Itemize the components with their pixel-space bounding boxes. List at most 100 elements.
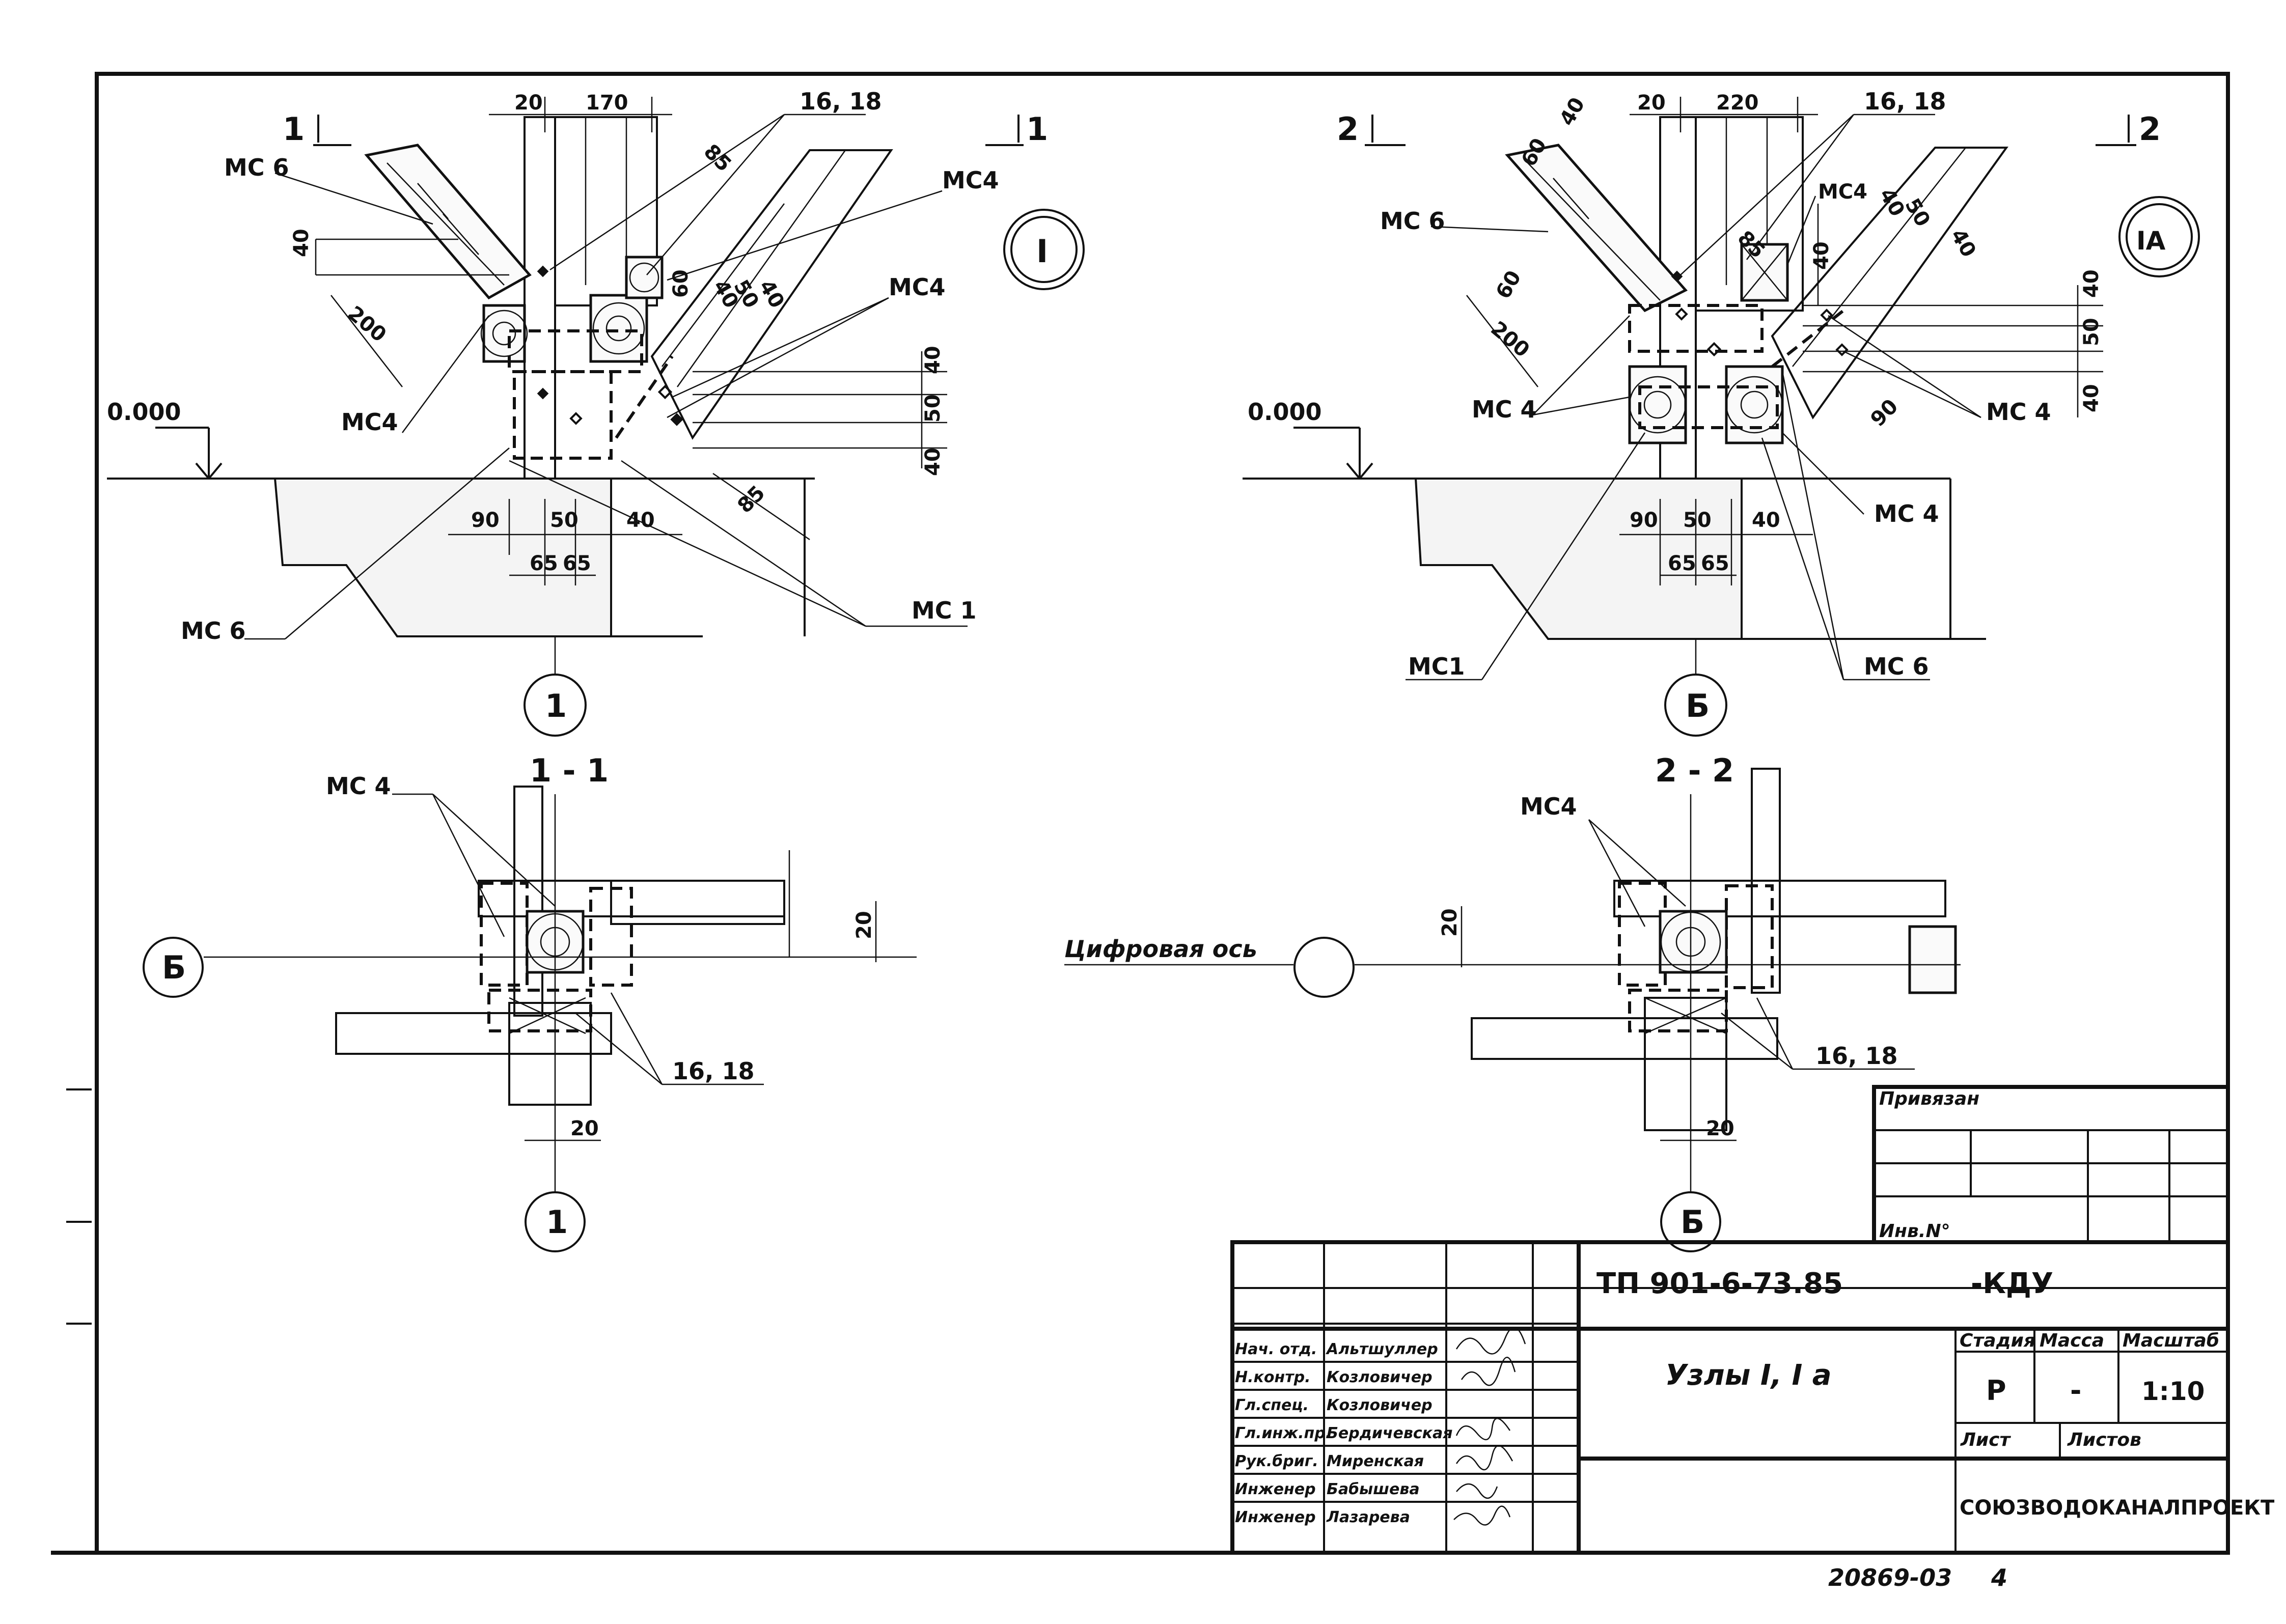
staff-name: Бердичевская bbox=[1327, 1424, 1453, 1442]
cut-mark-left-number: 2 bbox=[1337, 110, 1359, 148]
level-mark-arrow bbox=[1359, 462, 1373, 480]
scale-header: Масштаб bbox=[2123, 1330, 2219, 1351]
axis-bubble-bottom bbox=[1660, 1191, 1721, 1252]
node-marker-circle bbox=[1003, 209, 1085, 290]
label-mc4-small: МС4 bbox=[1818, 180, 1867, 204]
level-mark-label: 0.000 bbox=[1248, 398, 1322, 426]
staff-role: Нач. отд. bbox=[1235, 1340, 1317, 1358]
label-mc6-bottom: МС 6 bbox=[181, 617, 246, 645]
node-marker-label: I bbox=[1036, 233, 1048, 270]
staff-role: Рук.бриг. bbox=[1235, 1452, 1318, 1470]
brace-grain bbox=[1527, 162, 1661, 301]
leader bbox=[672, 297, 889, 398]
dim-40-top: 40 bbox=[1555, 94, 1590, 130]
document-code: ТП 901-6-73.85 bbox=[1596, 1267, 1843, 1300]
dim-170: 170 bbox=[586, 91, 628, 115]
label-mc4-left: МС4 bbox=[341, 408, 398, 436]
leader bbox=[575, 1013, 663, 1085]
dim-50-diag: 50 bbox=[1900, 194, 1935, 231]
privyazan-box bbox=[1872, 1085, 2230, 1244]
steel-plate bbox=[1628, 989, 1728, 1032]
section-1-1: 1 - 1 Б 1 МС 4 20 20 16, 18 bbox=[143, 752, 917, 1252]
leader bbox=[667, 297, 889, 418]
brace-line bbox=[662, 203, 785, 367]
dim-20-vertical: 20 bbox=[852, 911, 876, 939]
dim-65-a: 65 bbox=[530, 552, 558, 575]
signature bbox=[1455, 1417, 1511, 1440]
dim-220: 220 bbox=[1716, 91, 1759, 115]
leader bbox=[1588, 819, 1686, 907]
post-section bbox=[508, 1002, 592, 1106]
page-number: 4 bbox=[1991, 1564, 2007, 1591]
label-mc4: МС4 bbox=[1520, 793, 1577, 820]
leader bbox=[1481, 432, 1646, 680]
log-end-right-core bbox=[1740, 390, 1769, 419]
label-16-18: 16, 18 bbox=[800, 88, 882, 115]
steel-plate-upper bbox=[1628, 304, 1764, 353]
dim-50-bottom: 50 bbox=[550, 509, 579, 532]
axis-label: 1 bbox=[545, 687, 567, 724]
label-16-18: 16, 18 bbox=[1864, 88, 1946, 115]
staff-name: Козловичер bbox=[1327, 1396, 1433, 1414]
steel-plate bbox=[1618, 882, 1667, 987]
dim-200: 200 bbox=[1486, 317, 1534, 362]
leader bbox=[621, 460, 866, 627]
label-mc4-left: МС 4 bbox=[1472, 396, 1537, 423]
axis-bubble-bottom bbox=[525, 1191, 586, 1252]
node-I-detail: 1 1 I bbox=[107, 88, 1085, 737]
log-end-right bbox=[1725, 365, 1784, 444]
staff-name: Бабышева bbox=[1327, 1480, 1420, 1498]
leader bbox=[432, 794, 505, 937]
steel-plate-diagonal bbox=[615, 355, 674, 439]
column-post-left bbox=[524, 116, 556, 525]
dim-20: 20 bbox=[1637, 91, 1666, 115]
cut-mark-left-number: 1 bbox=[283, 110, 305, 148]
leader bbox=[667, 190, 943, 281]
staff-name: Лазарева bbox=[1326, 1508, 1410, 1526]
section-title: 2 - 2 bbox=[1655, 752, 1734, 789]
small-block-ring bbox=[629, 262, 659, 293]
node-marker-inner-circle bbox=[2126, 203, 2193, 270]
block-cross bbox=[1741, 244, 1788, 301]
dim-40-left: 40 bbox=[290, 229, 313, 257]
steel-plate bbox=[589, 887, 633, 987]
horizontal-beam bbox=[1613, 880, 1946, 917]
axis-label-left: Цифровая ось bbox=[1064, 935, 1257, 963]
axis-label-bottom: 1 bbox=[546, 1203, 568, 1241]
axis-bubble-left bbox=[1293, 937, 1355, 998]
document-suffix: -КДУ bbox=[1971, 1267, 2053, 1300]
brace-grain bbox=[387, 162, 505, 286]
dim-20-vertical: 20 bbox=[1438, 908, 1462, 937]
dim-60: 60 bbox=[669, 269, 693, 298]
leader bbox=[285, 447, 510, 639]
staff-name: Козловичер bbox=[1327, 1368, 1433, 1386]
leader bbox=[432, 794, 556, 907]
signature bbox=[1455, 1445, 1513, 1471]
axis-label-left: Б bbox=[162, 949, 186, 986]
dim-line bbox=[330, 295, 403, 387]
post-section bbox=[1644, 997, 1727, 1131]
stage-value: Р bbox=[1986, 1375, 2006, 1407]
signature bbox=[1461, 1357, 1516, 1386]
dim-20: 20 bbox=[514, 91, 543, 115]
steel-plate-diagonal bbox=[1771, 309, 1844, 368]
level-mark-arrow bbox=[208, 462, 223, 480]
bolt bbox=[1706, 342, 1722, 357]
axis-bubble-left bbox=[143, 937, 204, 998]
dim-50-bottom: 50 bbox=[1683, 509, 1712, 532]
inv-no-label: Инв.N° bbox=[1879, 1221, 1950, 1242]
section-title: 1 - 1 bbox=[530, 752, 609, 789]
dim-20-horizontal: 20 bbox=[1706, 1117, 1734, 1140]
node-marker-inner-circle bbox=[1010, 216, 1078, 283]
label-16-18: 16, 18 bbox=[672, 1057, 755, 1085]
mass-value: - bbox=[2070, 1375, 2081, 1407]
label-mc4-mid: МС 4 bbox=[1874, 500, 1939, 527]
leader bbox=[1781, 371, 1844, 680]
bolt bbox=[1675, 307, 1688, 321]
leader bbox=[1828, 315, 1981, 418]
side-beam bbox=[610, 880, 785, 925]
leader bbox=[274, 172, 433, 225]
stamp-box bbox=[1230, 1240, 2230, 1555]
leader bbox=[1761, 437, 1844, 680]
